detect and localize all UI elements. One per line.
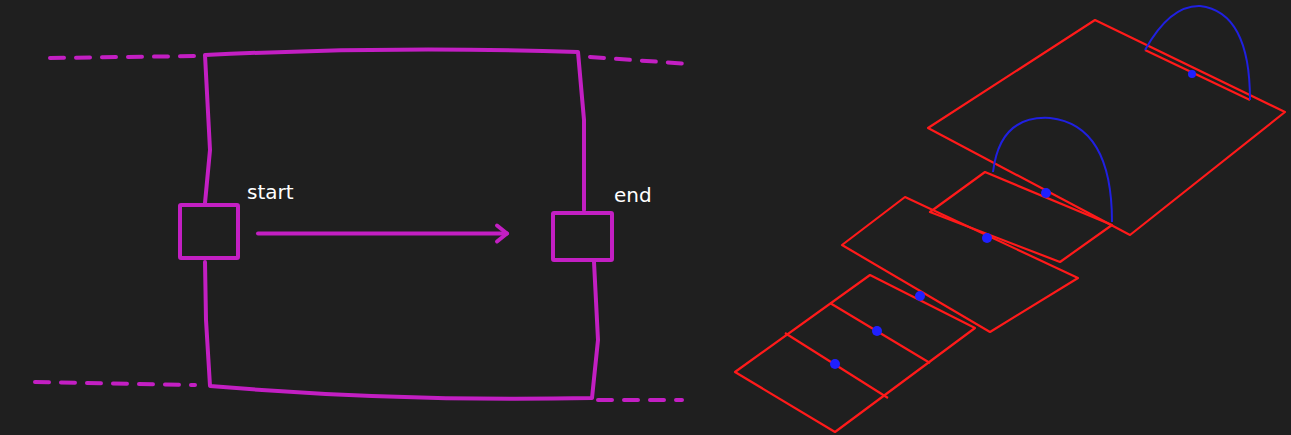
arrow-connector	[258, 226, 507, 242]
dot	[982, 233, 992, 243]
node-label: start	[247, 182, 294, 202]
dot	[1188, 70, 1196, 78]
arc	[1145, 6, 1250, 100]
dot	[872, 326, 882, 336]
dot	[1041, 188, 1051, 198]
plane	[928, 20, 1285, 235]
arc	[993, 118, 1112, 222]
dashed-extension	[35, 382, 195, 385]
plane	[842, 197, 1078, 332]
plane-line	[1145, 50, 1250, 100]
dashed-extension	[598, 398, 682, 402]
frame-outline	[205, 50, 584, 210]
plane	[930, 172, 1112, 262]
plane-line	[785, 303, 930, 398]
dashed-extension	[50, 56, 200, 58]
frame-outline	[205, 262, 598, 399]
dot	[915, 291, 925, 301]
square-box: end	[551, 211, 614, 262]
square-box: start	[178, 203, 240, 260]
dashed-extension	[590, 57, 690, 64]
dot	[830, 359, 840, 369]
plane	[735, 275, 975, 432]
node-label: end	[614, 185, 652, 205]
